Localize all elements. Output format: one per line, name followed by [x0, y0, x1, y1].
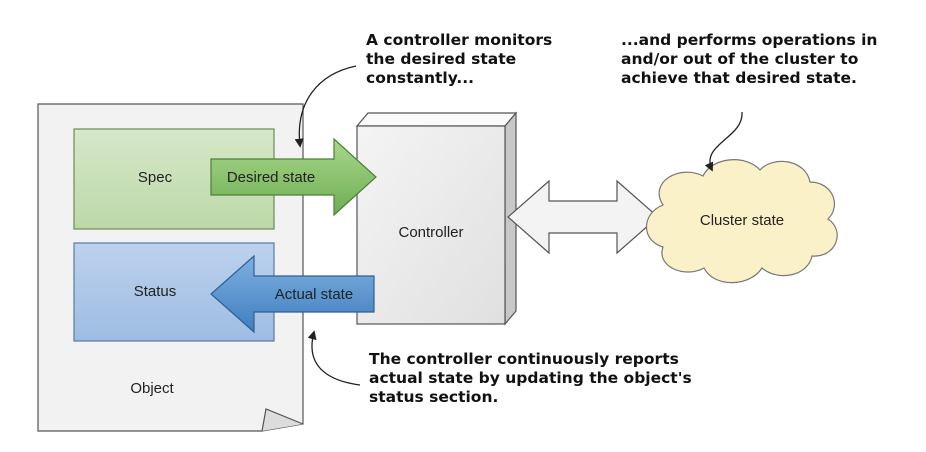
status-label: Status [134, 283, 177, 300]
monitor-annotation-line: A controller monitors [366, 31, 553, 49]
operations-pointer-arrow [704, 111, 743, 172]
operations-annotation-line: achieve that desired state. [621, 69, 857, 87]
cluster-cloud [646, 159, 838, 284]
operations-annotation-line: and/or out of the cluster to [621, 50, 859, 68]
report-annotation-line: status section. [369, 388, 499, 406]
operations-annotation: ...and performs operations in and/or out… [621, 31, 877, 88]
cluster-state-label: Cluster state [700, 212, 784, 229]
desired-state-arrow [210, 137, 377, 217]
monitor-annotation-line: constantly... [366, 69, 475, 87]
monitor-annotation: A controller monitors the desired state … [366, 31, 552, 88]
object-label: Object [130, 380, 174, 397]
monitor-annotation-line: the desired state [366, 50, 517, 68]
operations-annotation-line: ...and performs operations in [621, 31, 878, 49]
controller-box [355, 111, 518, 326]
spec-label: Spec [138, 169, 173, 186]
report-annotation-line: The controller continuously reports [369, 350, 679, 368]
actual-state-label: Actual state [275, 286, 353, 303]
controller-label: Controller [398, 224, 463, 241]
report-annotation-line: actual state by updating the object's [369, 369, 692, 387]
desired-state-label: Desired state [227, 169, 315, 186]
monitor-pointer-arrow [294, 65, 357, 148]
controller-cluster-arrow [507, 179, 659, 255]
report-annotation: The controller continuously reports actu… [369, 350, 692, 407]
report-pointer-arrow [307, 330, 361, 386]
actual-state-arrow [210, 254, 375, 334]
